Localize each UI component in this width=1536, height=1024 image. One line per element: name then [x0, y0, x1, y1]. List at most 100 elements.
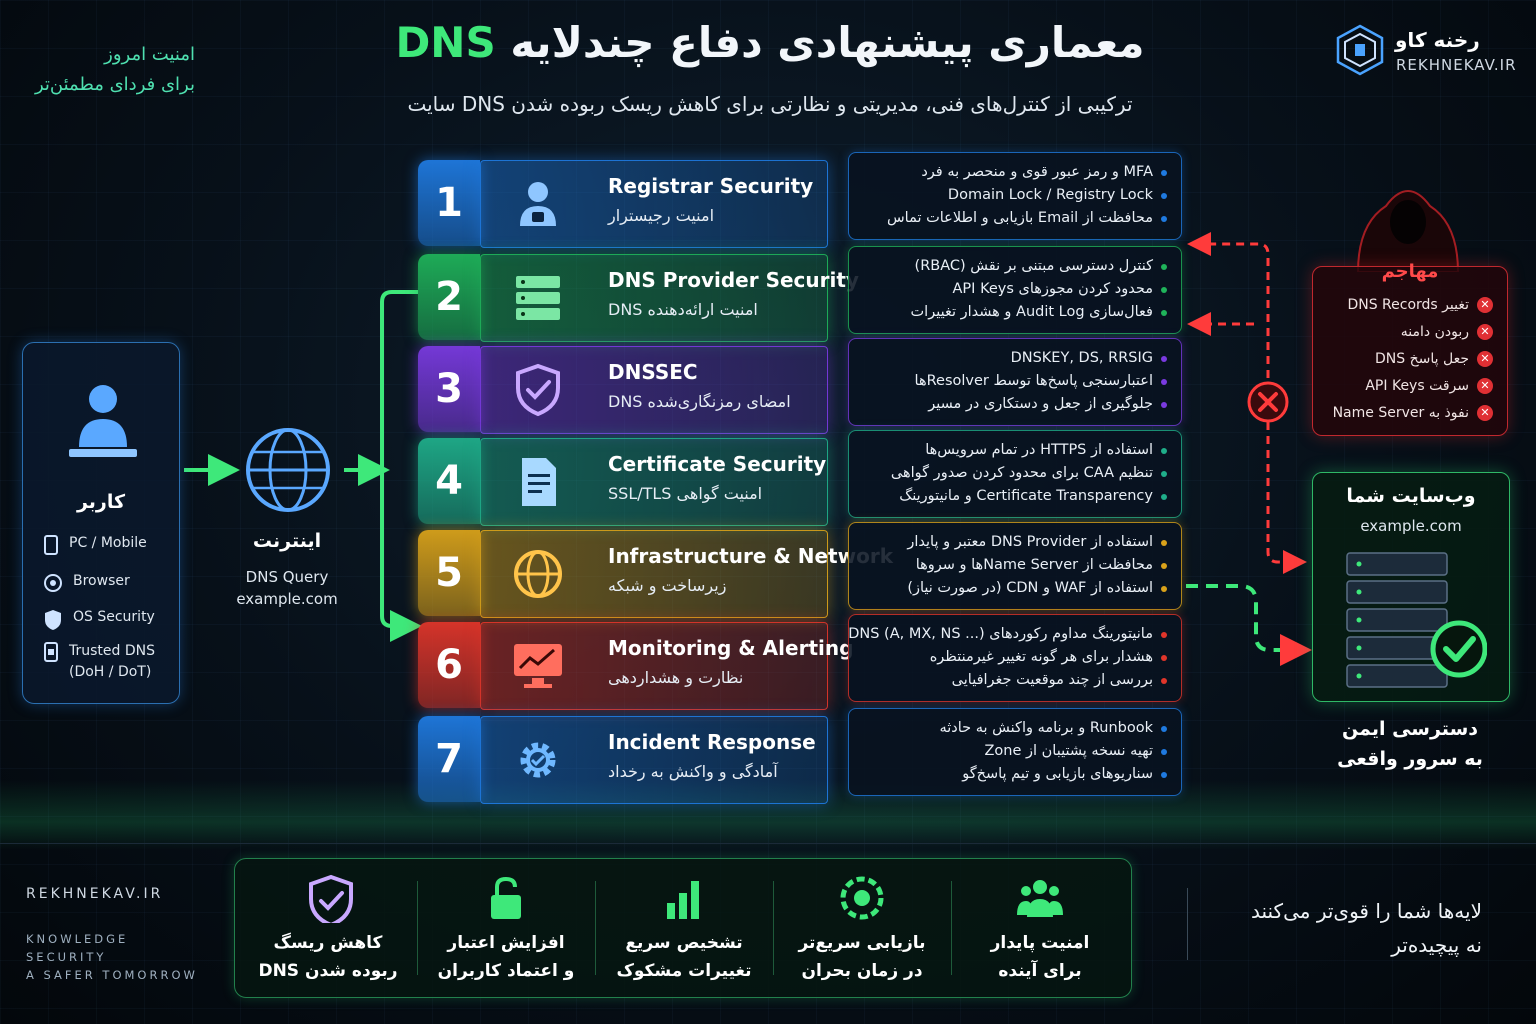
layer-title: Certificate Security [608, 452, 827, 476]
benefit-divider [951, 881, 952, 975]
benefit-divider [773, 881, 774, 975]
detail-item: جلوگیری از جعل و دستکاری در مسیر [849, 393, 1167, 416]
attacker-item: ✕جعل پاسخ DNS [1375, 351, 1493, 367]
footer-tag: SECURITY [26, 950, 107, 964]
internet-subtitle: DNS Query example.com [222, 566, 352, 610]
detail-item: DNSKEY, DS, RRSIG [849, 347, 1167, 370]
layer-panel [480, 160, 828, 248]
brand-name: رخنه کاو [1395, 28, 1480, 52]
detail-item: محافظت از Email بازیابی و اطلاعات تماس [849, 207, 1167, 230]
detail-item: استفاده از WAF و CDN (در صورت نیاز) [849, 577, 1167, 600]
detail-item: اعتبارسنجی پاسخ‌ها توسط Resolverها [849, 370, 1167, 393]
layer-subtitle: امضای رمزنگاری‌شده DNS [608, 392, 791, 411]
layer-number: 5 [418, 530, 480, 616]
layer-number: 3 [418, 346, 480, 432]
user-item-device: PC / Mobile [43, 535, 173, 555]
detail-item: کنترل دسترسی مبتنی بر نقش (RBAC) [849, 255, 1167, 278]
user-title: کاربر [76, 491, 126, 513]
brand-logo-icon [1336, 24, 1384, 76]
footer-url[interactable]: REKHNEKAV.IR [26, 886, 164, 902]
user-item-browser: Browser [43, 573, 173, 593]
user-item-os: OS Security [43, 609, 173, 631]
layer-panel [480, 346, 828, 434]
shield-check-icon [309, 874, 353, 923]
detail-item: تنظیم CAA برای محدود کردن صدور گواهی [849, 462, 1167, 485]
floor-glow [0, 780, 1536, 850]
x-icon: ✕ [1477, 297, 1493, 313]
shield-check-icon [45, 610, 61, 630]
layer-number: 2 [418, 254, 480, 340]
benefit-divider [417, 881, 418, 975]
secure-dns-icon [44, 642, 58, 662]
attacker-card: مهاجم ✕تغییر DNS Records ✕ربودن دامنه ✕ج… [1312, 261, 1508, 436]
layer-title: Registrar Security [608, 174, 814, 198]
gear-icon [520, 742, 556, 778]
phone-icon [44, 535, 58, 555]
page-title: معماری پیشنهادی دفاع چندلایه DNS [395, 18, 1145, 67]
attacker-item: ✕تغییر DNS Records [1347, 297, 1493, 313]
layer-number: 4 [418, 438, 480, 524]
layer-title: Infrastructure & Network [608, 544, 893, 568]
layer-title: DNS Provider Security [608, 268, 859, 292]
layer-subtitle: امنیت ارائه‌دهنده DNS [608, 300, 758, 319]
attacker-item: ✕نفوذ به Name Server [1333, 405, 1493, 421]
detail-item: MFA و رمز عبور قوی و منحصر به فرد [849, 161, 1167, 184]
detail-item: سناریوهای بازیابی و تیم پاسخ‌گو [849, 763, 1167, 786]
layer-title: Monitoring & Alerting [608, 636, 854, 660]
detail-item: محدود کردن مجوزهای API Keys [849, 278, 1167, 301]
bar-chart-icon [667, 881, 699, 919]
layer-2: 2 DNS Provider Security امنیت ارائه‌دهنده … [418, 254, 859, 342]
server-stack-icon [516, 276, 560, 320]
x-icon: ✕ [1477, 351, 1493, 367]
layer-subtitle: امنیت گواهی SSL/TLS [608, 484, 763, 503]
user-laptop-icon [69, 385, 137, 457]
user-item-dns: Trusted DNS (DoH / DoT) [43, 641, 173, 683]
server-rack-icon [1346, 552, 1487, 688]
footer-tag: KNOWLEDGE [26, 932, 129, 946]
layer-subtitle: نظارت و هشداردهی [608, 668, 744, 687]
layer-subtitle: آمادگی و واکنش به رخداد [608, 762, 778, 781]
website-url[interactable]: example.com [1360, 517, 1462, 535]
internet-title: اینترنت [252, 530, 322, 552]
layer-6-details: مانیتورینگ مداوم رکوردهای DNS (A, MX, NS… [848, 614, 1182, 702]
internet-domain: example.com [236, 590, 338, 608]
detail-item: فعال‌سازی Audit Log و هشدار تغییرات [849, 301, 1167, 324]
recovery-icon [840, 876, 884, 920]
detail-item: Domain Lock / Registry Lock [849, 184, 1167, 207]
attacker-item: ✕سرقت API Keys [1365, 378, 1493, 394]
brand-url[interactable]: REKHNEKAV.IR [1396, 56, 1517, 74]
user-lock-icon [520, 182, 556, 226]
website-card: وب‌سایت شما example.com [1312, 472, 1510, 702]
attacker-item: ✕ربودن دامنه [1401, 324, 1493, 340]
footer-quote: لایه‌ها شما را قوی‌تر می‌کنند نه پیچیده‌… [1250, 899, 1482, 957]
user-card: کاربر PC / Mobile Browser OS Security Tr… [22, 342, 180, 704]
layer-subtitle: امنیت رجیسترار [608, 206, 715, 225]
tagline: امنیت امروز برای فردای مطمئن‌تر [20, 40, 195, 100]
detail-item: استفاده از HTTPS در تمام سرویس‌ها [849, 439, 1167, 462]
x-icon: ✕ [1477, 378, 1493, 394]
secure-access-label: دسترسی ایمن به سرور واقعی [1337, 718, 1483, 770]
tagline-line2: برای فردای مطمئن‌تر [34, 74, 195, 95]
browser-icon [44, 574, 62, 592]
detail-item: بررسی از چند موقعیت جغرافیایی [849, 669, 1167, 692]
footer-tag: A SAFER TOMORROW [26, 968, 198, 982]
attacker-title: مهاجم [1381, 261, 1439, 282]
